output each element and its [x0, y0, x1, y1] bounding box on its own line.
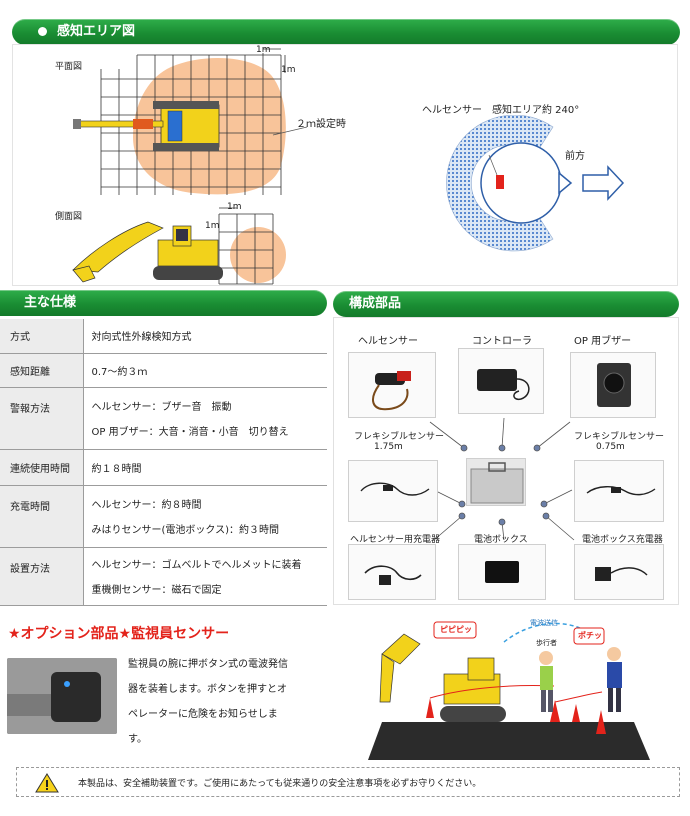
- spec-value-line: 0.7～約３ｍ: [91, 366, 148, 378]
- helmet-charger-image: [348, 544, 436, 600]
- part-op-buzzer-label: OP 用ブザー: [574, 336, 632, 347]
- flex-cable-icon: [586, 486, 656, 496]
- side-view-label: 側面図: [55, 212, 83, 222]
- spec-value-line: 約１８時間: [91, 463, 142, 475]
- battery-charger-image: [574, 544, 664, 600]
- option-line: 器を装着します。ボタンを押すとオ: [128, 684, 287, 695]
- parts-section-title: 構成部品: [349, 296, 402, 311]
- option-description: 監視員の腕に押ボタン式の電波発信 器を装着します。ボタンを押すとオ ペレーターに…: [128, 652, 300, 752]
- side-grid-scale-left: 1m: [205, 221, 220, 231]
- helmet-area-label: ヘルセンサー 感知エリア約 240°: [422, 105, 580, 116]
- spec-value-line: ヘルセンサー：ブザー音 振動: [91, 402, 232, 413]
- spec-key: 方式: [0, 319, 84, 354]
- spec-value-line: みはりセンサー(電池ボックス)：約３時間: [91, 525, 280, 536]
- spec-value: 約１８時間: [83, 449, 327, 486]
- spec-key: 設置方法: [0, 547, 84, 606]
- spec-key: 警報方法: [0, 387, 84, 450]
- spec-row: 充電時間 ヘルセンサー：約８時間 みはりセンサー(電池ボックス)：約３時間: [0, 485, 327, 548]
- spec-key: 連続使用時間: [0, 449, 84, 486]
- caution-box: 本製品は、安全補助装置です。ご使用にあたっても従来通りの安全注意事項を必ずお守り…: [16, 767, 680, 797]
- spec-row: 感知距離 0.7～約３ｍ: [0, 353, 327, 388]
- grid-scale-top: 1m: [256, 45, 271, 55]
- part-helmet-sensor-label: ヘルセンサー: [358, 336, 418, 347]
- push-bubble: ポチッ: [578, 631, 602, 640]
- spec-value: 0.7～約３ｍ: [83, 353, 327, 388]
- wrist-device-icon: [7, 658, 117, 734]
- option-line: ペレーターに危険をお知らせしま: [128, 709, 278, 720]
- charger-icon: [595, 567, 648, 581]
- op-buzzer-icon: [597, 363, 631, 407]
- spec-value: ヘルセンサー：ゴムベルトでヘルメットに装着 重機側センサー：磁石で固定: [83, 547, 327, 606]
- spec-value-line: 対向式性外線検知方式: [91, 332, 192, 344]
- spec-value-line: 重機側センサー：磁石で固定: [91, 585, 222, 596]
- option-line: 監視員の腕に押ボタン式の電波発信: [128, 659, 288, 670]
- area-section-title: 感知エリア図: [57, 24, 136, 39]
- warning-icon: [35, 773, 59, 793]
- part-flex-left-length: 1.75m: [374, 442, 403, 452]
- spec-value: ヘルセンサー：ブザー音 振動 OP 用ブザー：大音・消音・小音 切り替え: [83, 387, 327, 450]
- plan-view-diagram: [73, 48, 308, 195]
- spec-row: 連続使用時間 約１８時間: [0, 449, 327, 486]
- walker-label: 歩行者: [536, 639, 557, 647]
- area-figure: 平面図: [12, 44, 678, 286]
- case-icon: [470, 462, 524, 504]
- helmet-area-diagram: [446, 115, 625, 252]
- parts-connectors: [429, 417, 575, 541]
- watch-sensor-photo: [7, 658, 117, 734]
- radio-transmit-label: 電波送信: [530, 619, 558, 627]
- option-line: す。: [128, 734, 147, 745]
- battery-icon: [485, 561, 519, 583]
- part-controller-label: コントローラ: [472, 336, 532, 347]
- worksite-illustration: ピピピッ 電波送信 歩行者 ポチッ: [364, 614, 654, 762]
- controller-image: [458, 348, 544, 414]
- plan-view-label: 平面図: [55, 62, 83, 72]
- parts-panel: ヘルセンサー コントローラ OP 用ブザー フレキシブルセンサー 1.75m: [333, 317, 679, 605]
- part-battery-box-label: 電池ボックス: [474, 535, 528, 545]
- flex-cable-icon: [360, 482, 430, 496]
- part-helmet-charger-label: ヘルセンサー用充電器: [350, 535, 441, 545]
- part-flex-left-label: フレキシブルセンサー: [354, 432, 445, 442]
- helmet-sensor-image: [348, 352, 436, 418]
- spec-section-header: 主な仕様: [0, 290, 327, 316]
- bullet-icon: [38, 26, 47, 36]
- spec-section-title: 主な仕様: [24, 295, 77, 310]
- spec-value-line: ヘルセンサー：ゴムベルトでヘルメットに装着: [91, 560, 302, 571]
- spec-value: 対向式性外線検知方式: [83, 319, 327, 354]
- spec-value-line: OP 用ブザー：大音・消音・小音 切り替え: [91, 427, 289, 438]
- case-image: [466, 458, 526, 506]
- setting-label: ２ｍ設定時: [296, 119, 346, 130]
- spec-table: 方式 対向式性外線検知方式 感知距離 0.7～約３ｍ 警報方法 ヘルセンサー：ブ…: [0, 319, 327, 606]
- spec-row: 警報方法 ヘルセンサー：ブザー音 振動 OP 用ブザー：大音・消音・小音 切り替…: [0, 387, 327, 450]
- grid-scale-right: 1m: [281, 65, 296, 75]
- flex-sensor-right-image: [574, 460, 664, 522]
- part-flex-right-label: フレキシブルセンサー: [574, 432, 665, 442]
- operator-alert-bubble: ピピピッ: [440, 625, 472, 634]
- helmet-sensor-icon: [372, 371, 411, 411]
- side-view-diagram: [72, 207, 286, 285]
- area-section-header: 感知エリア図: [12, 19, 680, 45]
- charger-icon: [364, 565, 422, 585]
- spec-value-line: ヘルセンサー：約８時間: [91, 500, 202, 511]
- part-flex-right-length: 0.75m: [596, 442, 625, 452]
- battery-box-image: [458, 544, 546, 600]
- side-grid-scale-top: 1m: [227, 202, 242, 212]
- op-buzzer-image: [570, 352, 656, 418]
- spec-key: 充電時間: [0, 485, 84, 548]
- flex-sensor-left-image: [348, 460, 438, 522]
- parts-section-header: 構成部品: [333, 291, 679, 317]
- worksite-scene: [368, 621, 650, 760]
- controller-icon: [477, 369, 530, 401]
- spec-key: 感知距離: [0, 353, 84, 388]
- option-title: ★オプション部品★監視員センサー: [8, 626, 230, 642]
- part-battery-charger-label: 電池ボックス充電器: [582, 535, 663, 545]
- spec-row: 設置方法 ヘルセンサー：ゴムベルトでヘルメットに装着 重機側センサー：磁石で固定: [0, 547, 327, 606]
- front-label: 前方: [565, 151, 585, 162]
- spec-value: ヘルセンサー：約８時間 みはりセンサー(電池ボックス)：約３時間: [83, 485, 327, 548]
- caution-text: 本製品は、安全補助装置です。ご使用にあたっても従来通りの安全注意事項を必ずお守り…: [78, 779, 482, 789]
- spec-row: 方式 対向式性外線検知方式: [0, 319, 327, 354]
